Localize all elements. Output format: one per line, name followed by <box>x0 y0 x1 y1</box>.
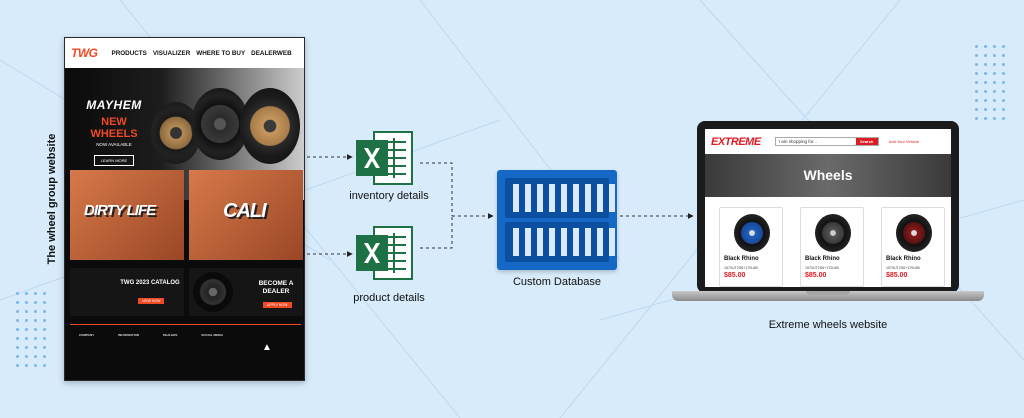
dealer-text: BECOME A DEALER <box>258 280 294 295</box>
twg-logo[interactable]: TWG <box>71 46 98 60</box>
dot-grid-right <box>975 45 1005 120</box>
product-price: $85.00 <box>805 272 827 279</box>
dealer-apply-button[interactable]: APPLY NOW <box>263 302 292 308</box>
hero-headline: NEW WHEELS <box>90 116 138 140</box>
catalog-banner[interactable]: TWG 2023 CATALOG VIEW NOW <box>70 268 184 316</box>
extreme-logo[interactable]: EXTREME <box>711 135 761 148</box>
cali-text: CALI <box>223 200 267 222</box>
excel-icon <box>356 131 413 185</box>
footer-company[interactable]: COMPANY <box>79 333 95 337</box>
dealer-banner[interactable]: BECOME A DEALER APPLY NOW <box>189 268 303 316</box>
add-vehicle-link[interactable]: Add Your Vehicle <box>888 139 919 144</box>
product-card[interactable]: Black Rhino 1570UT2S6+170U80 $85.00 <box>719 207 783 287</box>
twg-nav-dealerweb[interactable]: DEALERWEB <box>251 49 292 57</box>
dot-grid-left <box>16 292 46 367</box>
twg-website-mockup: TWG PRODUCTS VISUALIZER WHERE TO BUY DEA… <box>64 37 305 381</box>
wheel-red-icon <box>896 214 932 252</box>
catalog-text: TWG 2023 CATALOG <box>120 280 180 286</box>
product-name: Black Rhino <box>805 256 840 262</box>
hero-subtext: NOW AVAILABLE <box>96 142 132 147</box>
footer-dealers[interactable]: DEALERS <box>163 333 178 337</box>
search-button[interactable]: Search <box>855 138 878 145</box>
extreme-navbar: EXTREME I am shopping for... Search Add … <box>705 129 951 154</box>
footer-social-media[interactable]: SOCIAL MEDIA <box>201 333 224 337</box>
cali-photo[interactable]: CALI <box>189 170 303 260</box>
product-price: $85.00 <box>724 272 746 279</box>
dirty-life-text: DIRTY LIFE <box>84 202 156 219</box>
product-sku: 1570UT2S6+170U80 <box>805 266 839 270</box>
product-details-label: product details <box>353 292 425 304</box>
hero-learn-more-button[interactable]: LEARN MORE <box>93 155 135 166</box>
extreme-search-input[interactable]: I am shopping for... Search <box>774 137 879 146</box>
footer-information[interactable]: INFORMATION <box>118 333 140 337</box>
search-placeholder: I am shopping for... <box>778 139 817 144</box>
product-name: Black Rhino <box>886 256 921 262</box>
product-sku: 1570UT2S6+170U80 <box>724 266 758 270</box>
laptop-icon: EXTREME I am shopping for... Search Add … <box>697 121 959 293</box>
wheel-black-icon <box>191 88 249 160</box>
dirty-life-photo[interactable]: DIRTY LIFE <box>70 170 184 260</box>
extreme-hero-title: Wheels <box>803 167 853 183</box>
twg-navbar: TWG PRODUCTS VISUALIZER WHERE TO BUY DEA… <box>65 38 304 68</box>
extreme-website-screen: EXTREME I am shopping for... Search Add … <box>705 129 951 287</box>
custom-database-label: Custom Database <box>512 276 602 288</box>
laptop-notch <box>806 291 850 295</box>
excel-icon <box>356 226 413 280</box>
twg-nav-visualizer[interactable]: VISUALIZER <box>152 49 191 57</box>
scroll-top-icon[interactable]: ▲ <box>262 342 272 353</box>
dealer-wheel-icon <box>193 272 233 312</box>
wheel-tan-icon <box>240 88 300 164</box>
extreme-website-label: Extreme wheels website <box>768 319 888 331</box>
twg-nav-where-to-buy[interactable]: WHERE TO BUY <box>196 49 246 57</box>
product-price: $85.00 <box>886 272 908 279</box>
twg-nav-products[interactable]: PRODUCTS <box>111 49 147 57</box>
twg-footer-columns: COMPANY INFORMATION DEALERS SOCIAL MEDIA <box>79 333 223 337</box>
product-sku: 1570UT2S6+170U80 <box>886 266 920 270</box>
hero-brand: MAYHEM <box>86 98 142 112</box>
wheel-blue-icon <box>734 214 770 252</box>
twg-footer-divider <box>70 324 301 325</box>
product-card[interactable]: Black Rhino 1570UT2S6+170U80 $85.00 <box>800 207 864 287</box>
wheel-gray-icon <box>815 214 851 252</box>
extreme-hero: Wheels <box>705 154 951 197</box>
database-icon <box>497 170 639 270</box>
catalog-view-button[interactable]: VIEW NOW <box>138 298 165 304</box>
laptop-base <box>672 291 984 301</box>
inventory-details-label: inventory details <box>349 190 429 202</box>
product-card[interactable]: Black Rhino 1570UT2S6+170U80 $85.00 <box>881 207 945 287</box>
product-name: Black Rhino <box>724 256 759 262</box>
